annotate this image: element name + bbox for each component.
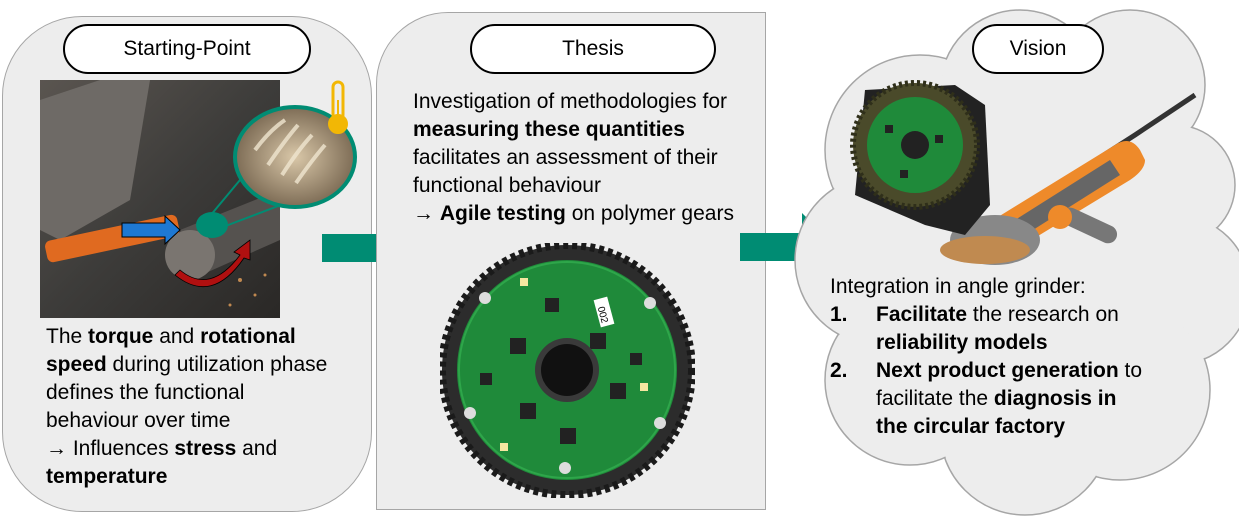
text-line: Investigation of methodologies for — [413, 88, 734, 116]
starting-point-title: Starting-Point — [63, 24, 311, 74]
thesis-text: Investigation of methodologies for measur… — [413, 88, 734, 228]
text-line: reliability models — [876, 329, 1119, 357]
bold-text: diagnosis in — [993, 387, 1117, 410]
text: facilitate the — [876, 387, 994, 410]
bold-text: measuring these quantities — [413, 118, 685, 141]
text: and — [236, 437, 278, 460]
list-number: 2. — [830, 359, 848, 382]
text: behaviour over time — [46, 409, 231, 432]
rotation-arrow-icon — [174, 239, 251, 288]
text: → Influences — [46, 437, 175, 460]
bold-text: Next product generation — [876, 359, 1119, 382]
text-line: The torque and rotational — [46, 323, 327, 351]
text-line: temperature — [46, 463, 327, 491]
text-line: speed during utilization phase — [46, 351, 327, 379]
text-line: facilitates an assessment of their — [413, 144, 734, 172]
board-label: 002 — [595, 305, 610, 324]
text-line: functional behaviour — [413, 172, 734, 200]
text-line: → Influences stress and — [46, 435, 327, 463]
text-line: defines the functional — [46, 379, 327, 407]
vision-text: Integration in angle grinder: 1. Facilita… — [830, 273, 1142, 441]
text-line: facilitate the diagnosis in — [876, 385, 1142, 413]
force-arrow-icon — [121, 214, 181, 246]
text: to — [1118, 359, 1143, 382]
text: defines the functional — [46, 381, 245, 404]
text: and — [153, 325, 201, 348]
sensor-gear-board-photo: 002 — [440, 243, 695, 498]
bold-text: the circular factory — [876, 415, 1066, 438]
bold-text: reliability models — [876, 331, 1048, 354]
thesis-title: Thesis — [470, 24, 716, 74]
text: → — [413, 202, 440, 225]
bold-text: rotational — [200, 325, 296, 348]
vision-title: Vision — [972, 24, 1104, 74]
vision-intro: Integration in angle grinder: — [830, 275, 1086, 298]
text-line: behaviour over time — [46, 407, 327, 435]
text: Investigation of methodologies for — [413, 90, 728, 113]
bold-text: speed — [46, 353, 107, 376]
text-line: Next product generation to — [876, 357, 1142, 385]
bold-text: Agile testing — [439, 202, 566, 225]
angle-grinder-integration-photo — [850, 80, 1197, 265]
list-number: 1. — [830, 303, 848, 326]
text: functional behaviour — [413, 174, 601, 197]
bold-text: torque — [88, 325, 154, 348]
text: the research on — [967, 303, 1119, 326]
bold-text: Facilitate — [876, 303, 968, 326]
bold-text: stress — [174, 437, 237, 460]
bold-text: temperature — [46, 465, 168, 488]
text-line: measuring these quantities — [413, 116, 734, 144]
text: The — [46, 325, 89, 348]
text: facilitates an assessment of their — [413, 146, 718, 169]
text-line: → Agile testing on polymer gears — [413, 200, 734, 228]
angle-grinder-usage-photo — [40, 80, 357, 318]
text-line: the circular factory — [876, 413, 1142, 441]
text-line: Facilitate the research on — [876, 301, 1119, 329]
text: on polymer gears — [565, 202, 734, 225]
thermometer-icon — [328, 80, 348, 134]
text: during utilization phase — [106, 353, 328, 376]
